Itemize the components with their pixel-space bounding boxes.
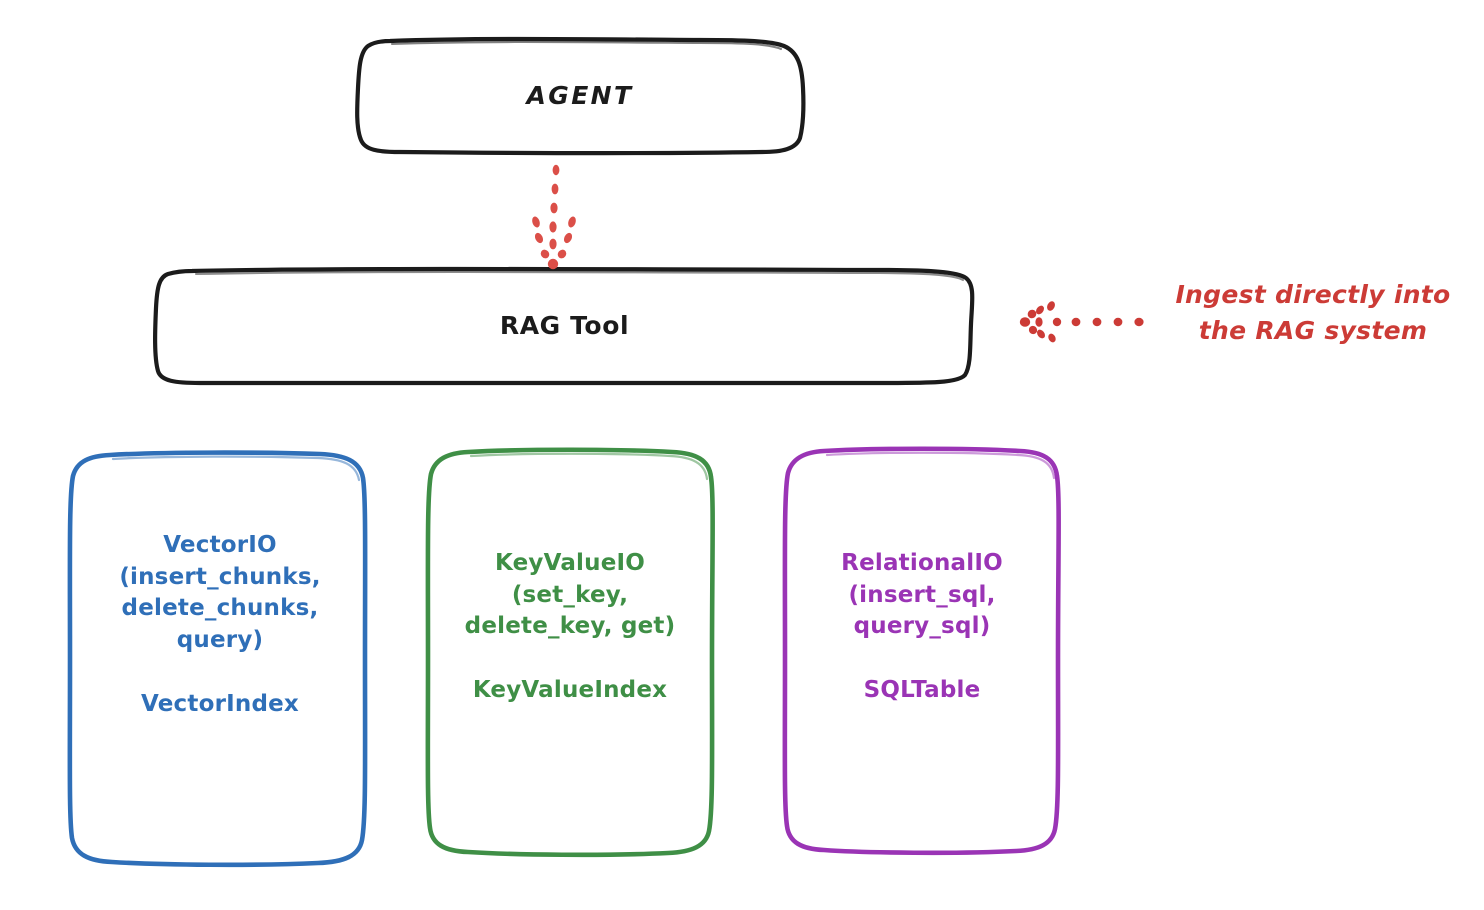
agent-box-label: AGENT [526,81,634,111]
ingest-to-rag-tool-connector [1019,301,1144,343]
ingest-annotation-text: Ingest directly into the RAG system [1175,280,1451,345]
sql-table-label: SQLTable [863,677,981,704]
rag-tool-box-label: RAG Tool [499,311,630,341]
relational-io-box-text: RelationalIO (insert_sql, query_sql) SQL… [786,548,1058,707]
key-value-index-label: KeyValueIndex [472,677,668,704]
relational-io-label: RelationalIO (insert_sql, query_sql) [841,550,1003,640]
key-value-io-box-text: KeyValueIO (set_key, delete_key, get) Ke… [428,548,712,707]
key-value-io-label: KeyValueIO (set_key, delete_key, get) [464,550,676,640]
vector-io-label: VectorIO (insert_chunks, delete_chunks, … [119,532,321,654]
agent-to-rag-tool-connector [532,164,576,270]
vector-index-label: VectorIndex [141,690,299,717]
vector-io-box-text: VectorIO (insert_chunks, delete_chunks, … [78,530,362,721]
